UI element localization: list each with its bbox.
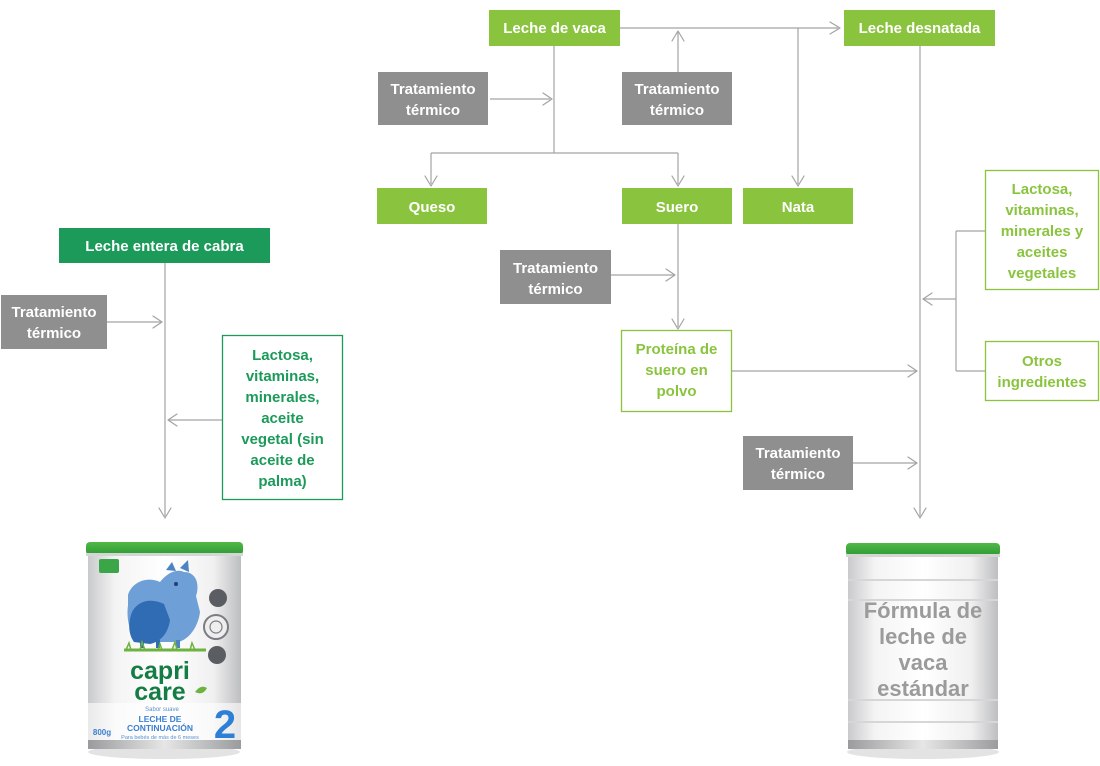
svg-text:Leche desnatada: Leche desnatada xyxy=(859,20,981,37)
svg-text:aceites: aceites xyxy=(1017,244,1068,261)
node-leche-entera-de-cabra: Leche entera de cabra xyxy=(59,228,270,263)
standard-formula-can: Fórmula de leche de vaca estándar xyxy=(846,543,1000,759)
svg-text:Tratamiento: Tratamiento xyxy=(634,81,719,98)
svg-text:Para bebés de más de 6 meses: Para bebés de más de 6 meses xyxy=(121,735,199,741)
svg-text:leche de: leche de xyxy=(879,624,967,649)
svg-text:Tratamiento: Tratamiento xyxy=(11,304,96,321)
capricare-can: capri care Sabor suave LECHE DE CONTINUA… xyxy=(86,542,243,759)
svg-text:térmico: térmico xyxy=(406,102,460,119)
svg-text:polvo: polvo xyxy=(657,383,697,400)
svg-text:care: care xyxy=(134,678,186,706)
svg-text:Lactosa,: Lactosa, xyxy=(1012,181,1073,198)
seal-icon xyxy=(209,589,227,607)
svg-text:térmico: térmico xyxy=(27,325,81,342)
svg-text:térmico: térmico xyxy=(528,281,582,298)
svg-text:Tratamiento: Tratamiento xyxy=(755,445,840,462)
svg-text:minerales,: minerales, xyxy=(245,389,319,406)
node-nata: Nata xyxy=(743,188,853,224)
node-lactosa-vitaminas-cabra: Lactosa, vitaminas, minerales, aceite ve… xyxy=(221,334,344,501)
svg-text:vaca: vaca xyxy=(899,650,949,675)
svg-text:vegetales: vegetales xyxy=(1008,265,1076,282)
svg-text:capri: capri xyxy=(130,657,190,685)
node-lactosa-vitaminas-vaca: Lactosa, vitaminas, minerales y aceites … xyxy=(984,169,1100,291)
svg-text:Queso: Queso xyxy=(409,199,456,216)
node-leche-desnatada: Leche desnatada xyxy=(844,10,995,46)
node-leche-de-vaca: Leche de vaca xyxy=(489,10,620,46)
node-otros-ingredientes: Otros ingredientes xyxy=(984,340,1100,402)
leaf-icon xyxy=(195,686,207,694)
node-proteina-de-suero: Proteína de suero en polvo xyxy=(620,329,733,413)
svg-text:CONTINUACIÓN: CONTINUACIÓN xyxy=(127,722,193,733)
svg-text:minerales y: minerales y xyxy=(1001,223,1084,240)
svg-text:suero en: suero en xyxy=(645,362,708,379)
svg-text:Fórmula de: Fórmula de xyxy=(864,598,983,623)
node-tratamiento-termico-3: Tratamiento térmico xyxy=(500,250,611,304)
svg-text:estándar: estándar xyxy=(877,676,969,701)
svg-text:palma): palma) xyxy=(258,473,306,490)
svg-text:aceite: aceite xyxy=(261,410,304,427)
svg-text:Leche de vaca: Leche de vaca xyxy=(503,20,606,37)
svg-text:térmico: térmico xyxy=(650,102,704,119)
svg-text:vitaminas,: vitaminas, xyxy=(246,368,319,385)
svg-text:vegetal (sin: vegetal (sin xyxy=(241,431,324,448)
svg-text:800g: 800g xyxy=(93,728,111,737)
svg-text:Lactosa,: Lactosa, xyxy=(252,347,313,364)
seal-icon xyxy=(203,614,229,640)
svg-text:térmico: térmico xyxy=(771,466,825,483)
svg-text:Nata: Nata xyxy=(782,199,815,216)
svg-text:Sabor suave: Sabor suave xyxy=(145,707,179,713)
svg-text:2: 2 xyxy=(214,703,236,747)
svg-text:Tratamiento: Tratamiento xyxy=(390,81,475,98)
svg-text:Leche entera de cabra: Leche entera de cabra xyxy=(85,238,244,255)
goat-illustration xyxy=(124,560,206,652)
svg-text:aceite de: aceite de xyxy=(250,452,314,469)
node-tratamiento-termico-cabra: Tratamiento térmico xyxy=(1,295,107,349)
svg-text:Proteína de: Proteína de xyxy=(636,341,718,358)
node-tratamiento-termico-4: Tratamiento térmico xyxy=(743,436,853,490)
svg-text:ingredientes: ingredientes xyxy=(997,374,1086,391)
svg-text:vitaminas,: vitaminas, xyxy=(1005,202,1078,219)
svg-text:LECHE DE: LECHE DE xyxy=(139,714,182,724)
node-tratamiento-termico-2: Tratamiento térmico xyxy=(622,72,732,125)
connectors xyxy=(107,21,985,519)
node-queso: Queso xyxy=(377,188,487,224)
node-tratamiento-termico-1: Tratamiento térmico xyxy=(378,72,488,125)
badge-icon xyxy=(99,559,119,573)
svg-text:Otros: Otros xyxy=(1022,353,1062,370)
svg-text:Suero: Suero xyxy=(656,199,699,216)
svg-text:Tratamiento: Tratamiento xyxy=(513,260,598,277)
node-suero: Suero xyxy=(622,188,732,224)
seal-icon xyxy=(208,646,226,664)
